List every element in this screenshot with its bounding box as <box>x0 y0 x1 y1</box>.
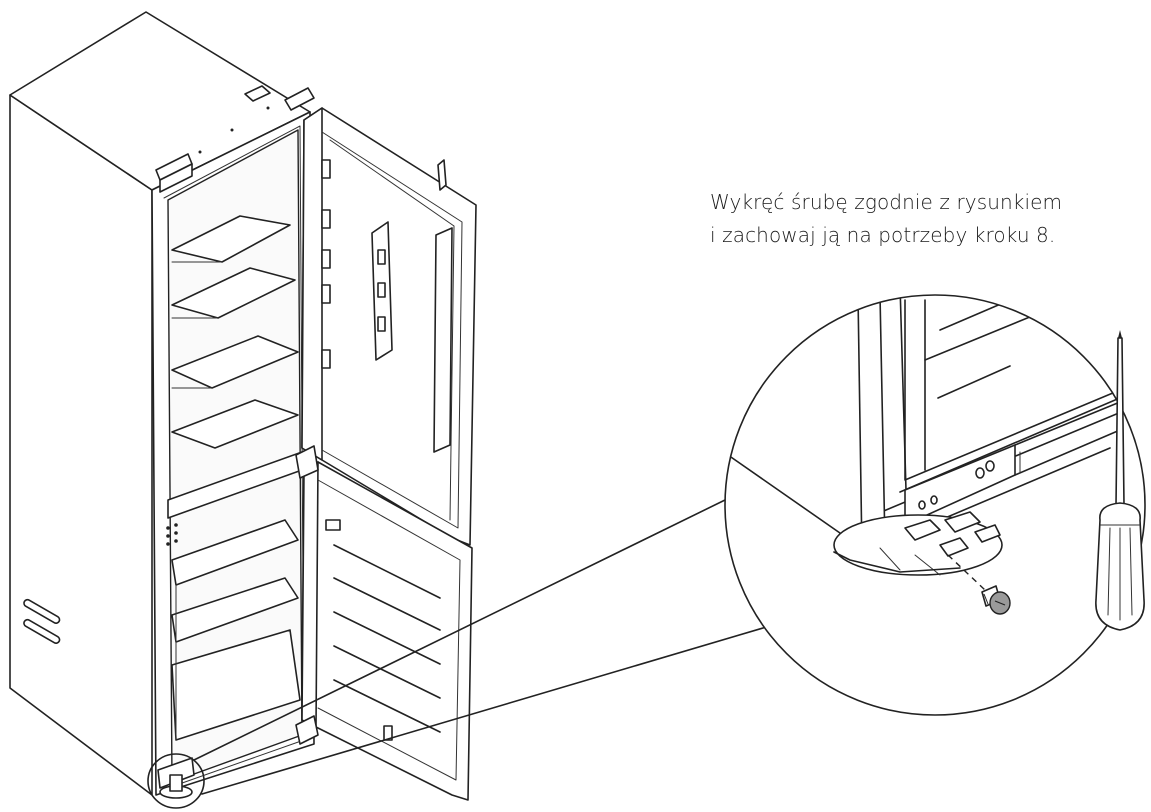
top-hinge-bracket <box>155 85 315 193</box>
callout-leader-lines <box>193 499 791 795</box>
upper-door <box>301 107 477 546</box>
refrigerator-cabinet <box>9 11 315 799</box>
side-vent-icon <box>23 598 61 644</box>
lower-door <box>295 445 473 801</box>
instruction-line-2: i zachowaj ją na potrzeby kroku 8. <box>710 223 1056 247</box>
instruction-text: Wykręć śrubę zgodnie z rysunkiem i zacho… <box>710 186 1150 252</box>
control-dots <box>166 523 178 546</box>
detail-callout-small <box>147 753 205 809</box>
screw-icon <box>981 585 1011 615</box>
screwdriver-icon <box>1095 330 1145 631</box>
adjustable-foot <box>157 757 195 799</box>
magnified-detail <box>724 294 1146 716</box>
instruction-line-1: Wykręć śrubę zgodnie z rysunkiem <box>710 190 1063 214</box>
alignment-dashed-line <box>947 554 986 591</box>
